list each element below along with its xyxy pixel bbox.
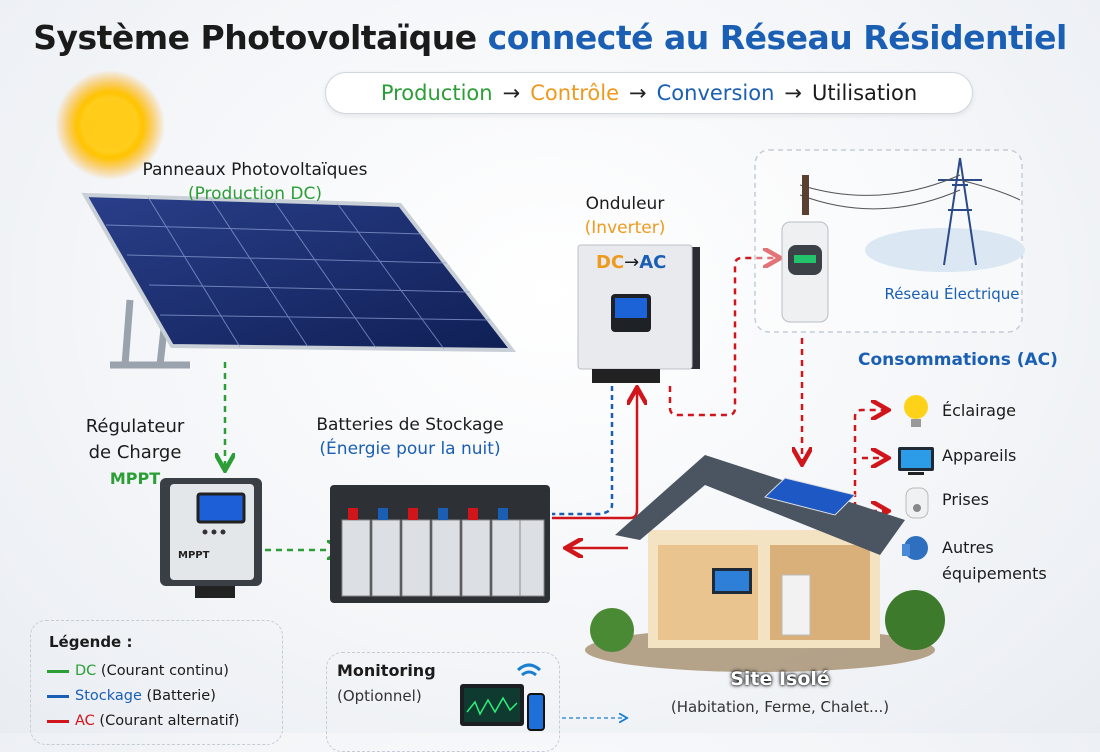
- batteries-label: Batteries de Stockage (Énergie pour la n…: [280, 413, 540, 461]
- flow-step-production: Production: [380, 81, 493, 105]
- pump-icon: [902, 536, 928, 560]
- autres-line1: Autres: [942, 538, 994, 557]
- batteries-subtitle: (Énergie pour la nuit): [319, 439, 501, 459]
- ac-flow-battery-to-inverter: [552, 390, 637, 520]
- monitoring-subtitle: (Optionnel): [337, 687, 422, 705]
- legend-key: Stockage: [75, 688, 142, 704]
- panels-label: Panneaux Photovoltaïques (Production DC): [105, 158, 405, 206]
- regulator-line2: de Charge: [88, 442, 182, 463]
- storage-flow-line: [552, 386, 614, 516]
- legend-items: DC (Courant continu) Stockage (Batterie)…: [47, 659, 239, 734]
- monitoring-devices-icon: [460, 663, 545, 731]
- legend-item-ac: AC (Courant alternatif): [47, 709, 239, 734]
- dc-text: DC: [596, 252, 625, 273]
- monitoring-title: Monitoring: [337, 661, 436, 680]
- consumption-appareils: Appareils: [942, 446, 1017, 465]
- ac-flow-inverter-to-grid: [668, 258, 778, 417]
- legend-key: DC: [75, 663, 97, 679]
- arrow-icon: →: [784, 81, 802, 105]
- power-pylon-icon: [799, 157, 1025, 272]
- flow-step-utilisation: Utilisation: [812, 81, 918, 105]
- arrow-icon: →: [502, 81, 521, 105]
- ac-text: AC: [639, 252, 667, 273]
- legend-desc: (Courant continu): [96, 663, 229, 679]
- process-flow-pill: Production → Contrôle → Conversion → Uti…: [325, 72, 973, 114]
- flow-step-conversion: Conversion: [656, 81, 775, 105]
- consumption-autres: Autres équipements: [942, 535, 1047, 587]
- panels-subtitle: (Production DC): [187, 184, 323, 204]
- lightbulb-icon: [904, 395, 928, 427]
- legend-item-stockage: Stockage (Batterie): [47, 684, 239, 709]
- wifi-icon: [516, 663, 542, 677]
- inverter-label: Onduleur (Inverter): [560, 192, 690, 240]
- site-subtitle: (Habitation, Ferme, Chalet...): [670, 698, 890, 716]
- inverter-device: [577, 244, 700, 383]
- page-title: Système Photovoltaïque connecté au Résea…: [0, 18, 1100, 57]
- panels-title: Panneaux Photovoltaïques: [142, 160, 368, 180]
- legend-item-dc: DC (Courant continu): [47, 659, 239, 684]
- grid-label: Réseau Électrique: [884, 285, 1020, 303]
- arrow-icon: →: [624, 252, 640, 273]
- tv-icon: [898, 447, 934, 475]
- outlet-icon: [905, 487, 929, 519]
- consumption-title: Consommations (AC): [858, 350, 1058, 370]
- batteries-title: Batteries de Stockage: [316, 415, 504, 435]
- legend-desc: (Batterie): [141, 688, 216, 704]
- monitoring-box: Monitoring (Optionnel): [326, 652, 560, 752]
- solar-panel: [81, 192, 517, 369]
- legend-desc: (Courant alternatif): [94, 713, 240, 729]
- sun-icon: [55, 70, 165, 180]
- electric-meter-icon: [781, 221, 829, 323]
- diagram-graphics: [55, 70, 1025, 731]
- battery-rack: [330, 485, 550, 603]
- regulator-device-label: MPPT: [178, 550, 210, 561]
- consumption-eclairage: Éclairage: [942, 401, 1016, 420]
- house-illustration: [585, 455, 945, 672]
- flow-step-controle: Contrôle: [530, 81, 620, 105]
- regulator-label: Régulateur de Charge MPPT: [60, 414, 210, 492]
- inverter-title: Onduleur: [585, 194, 665, 214]
- consumption-prises: Prises: [942, 490, 989, 509]
- legend-key: AC: [75, 713, 95, 729]
- title-part2: connecté au Réseau Résidentiel: [487, 18, 1068, 57]
- autres-line2: équipements: [942, 564, 1047, 583]
- regulator-line3: MPPT: [109, 469, 161, 488]
- site-title: Site Isolé: [730, 668, 830, 690]
- legend-box: Légende : DC (Courant continu) Stockage …: [30, 620, 283, 745]
- title-part1: Système Photovoltaïque: [33, 18, 488, 57]
- regulator-line1: Régulateur: [85, 416, 185, 437]
- arrow-icon: →: [629, 81, 647, 105]
- inverter-dc-ac: DC→AC: [596, 252, 666, 273]
- inverter-subtitle: (Inverter): [584, 218, 666, 238]
- legend-title: Légende :: [49, 633, 133, 651]
- mppt-regulator-device: [160, 478, 262, 598]
